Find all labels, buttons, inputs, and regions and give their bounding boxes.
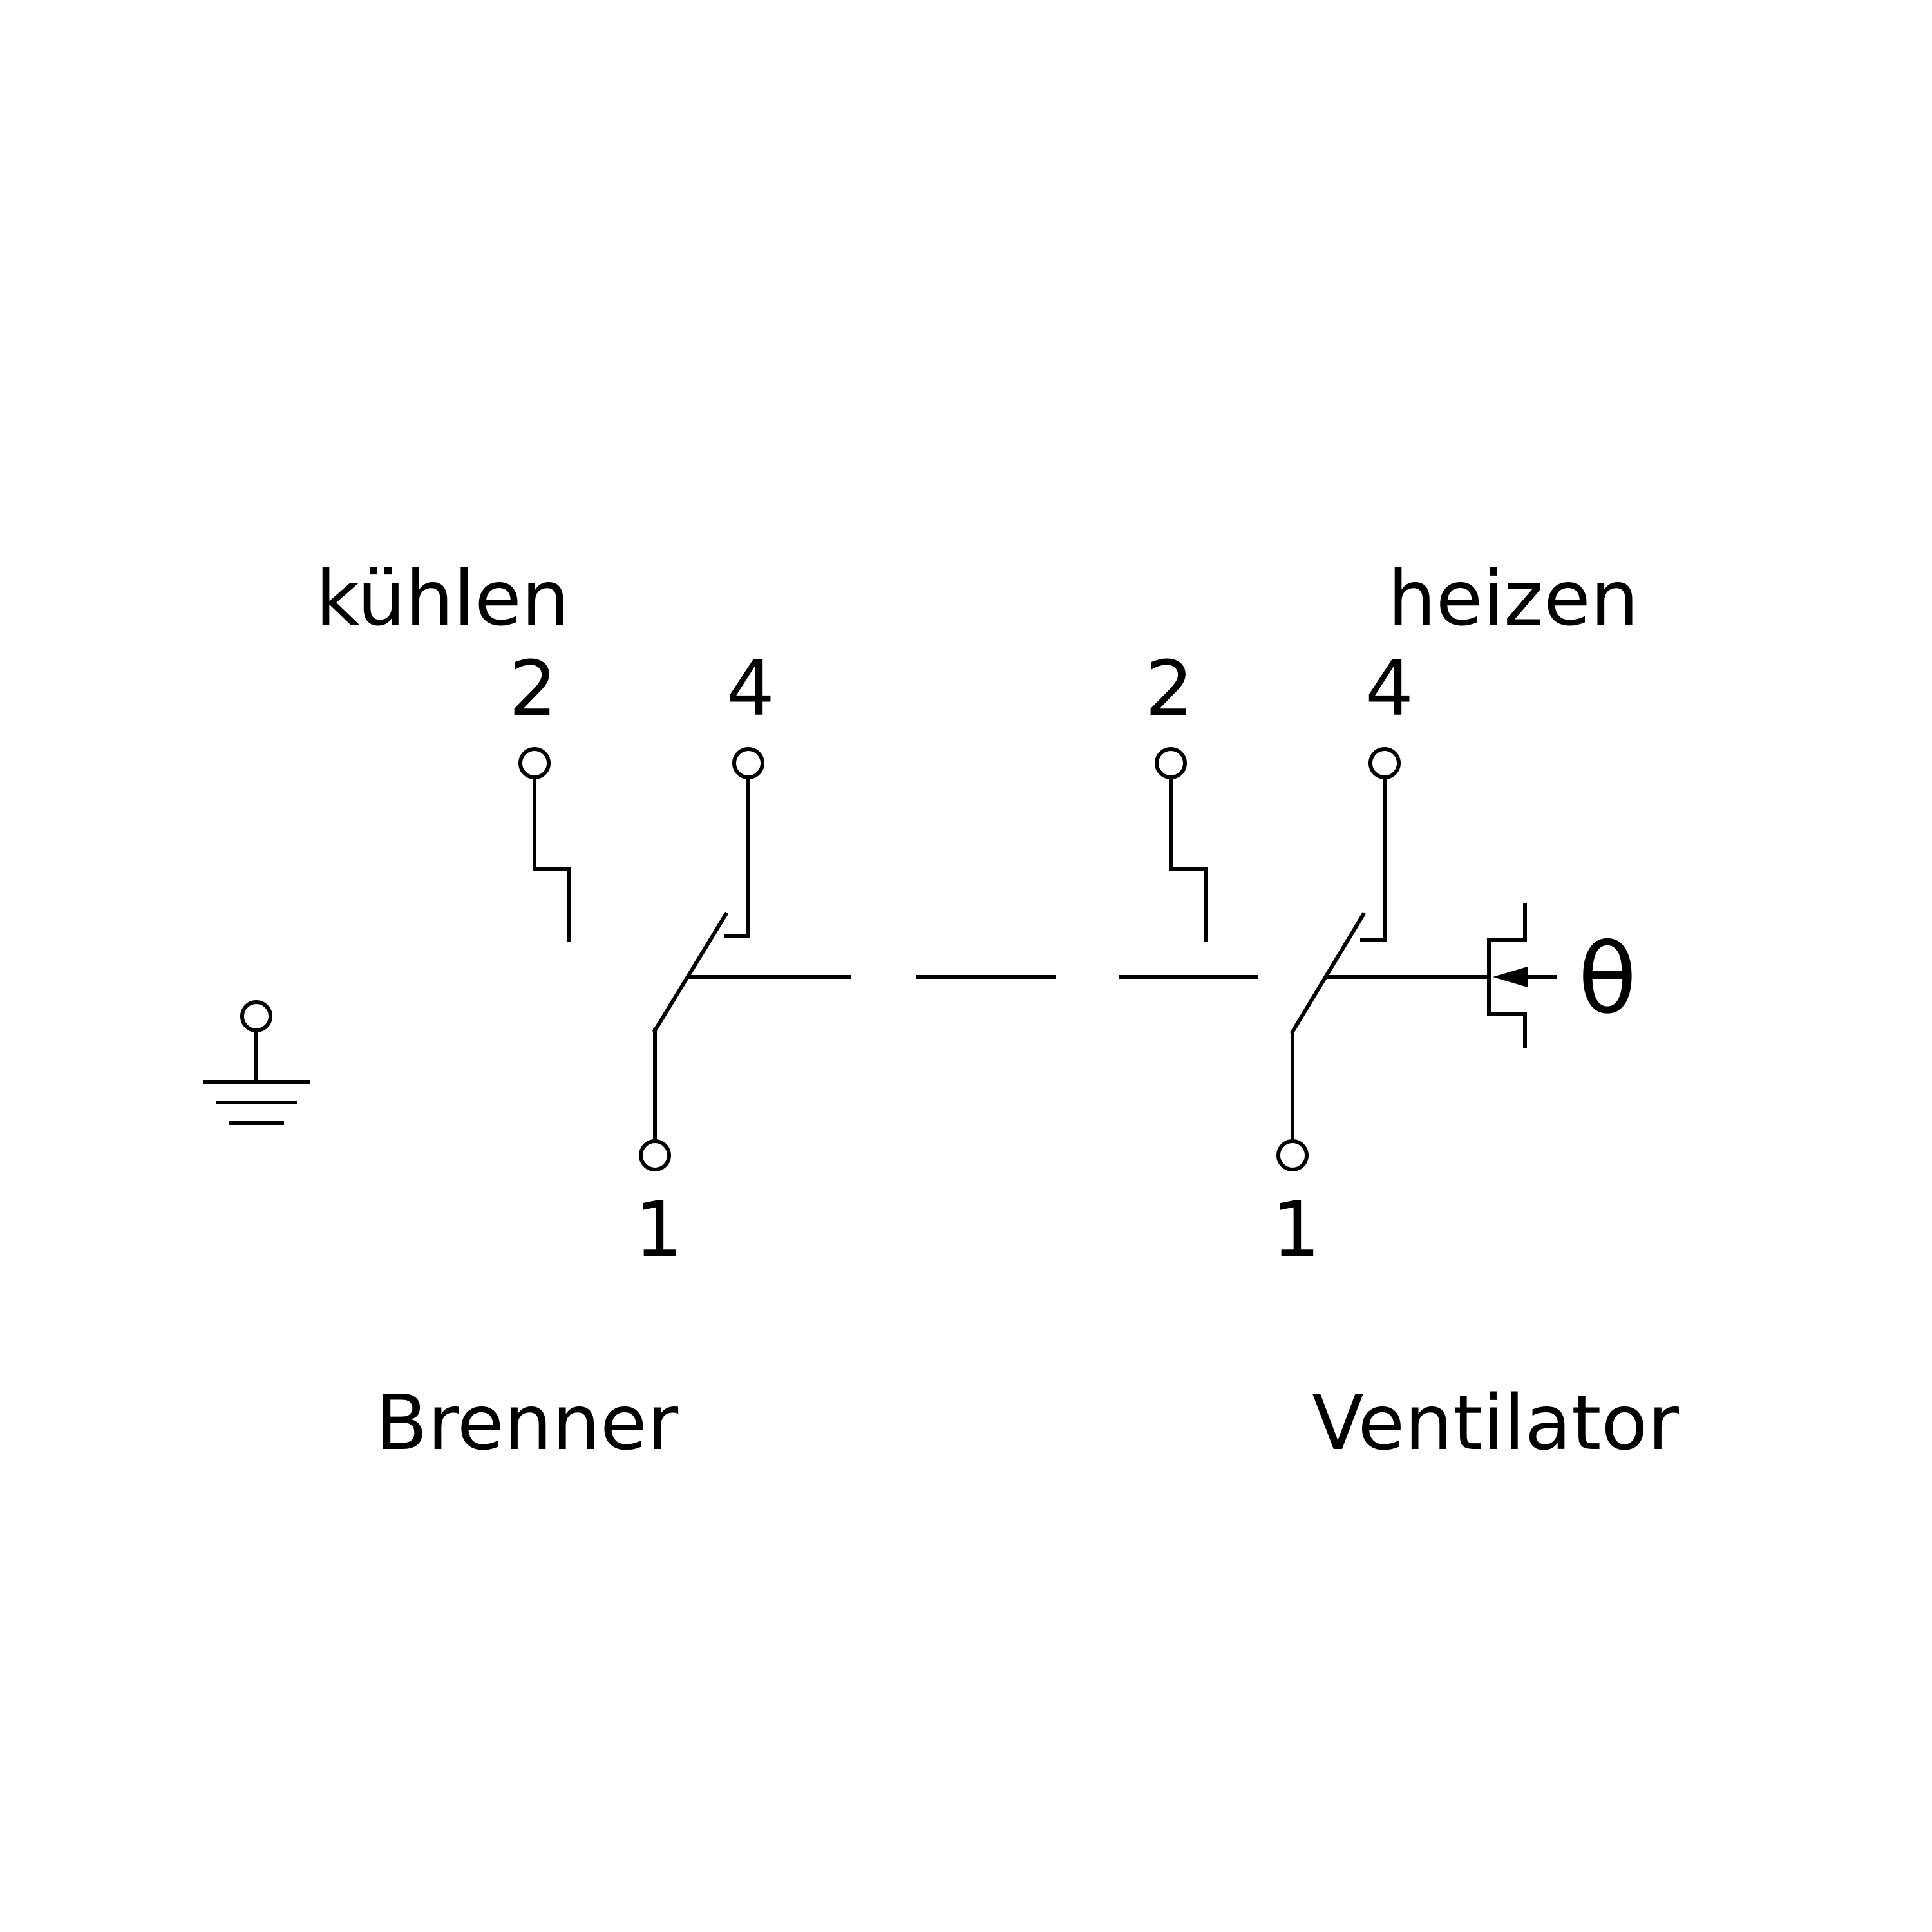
- terminal-number-left-4: 4: [726, 644, 775, 733]
- right-changeover-contact: [1155, 747, 1401, 1171]
- arrow-icon: [1493, 967, 1528, 987]
- temperature-actuator: [1487, 903, 1557, 1048]
- left-terminal-2: [518, 747, 551, 779]
- left-terminal-4: [732, 747, 764, 779]
- theta-symbol: θ: [1578, 923, 1637, 1036]
- ground-symbol: [203, 1000, 310, 1125]
- label-brenner: Brenner: [375, 1378, 679, 1467]
- label-heizen: heizen: [1388, 554, 1639, 643]
- label-kuehlen: kühlen: [316, 554, 569, 643]
- terminal-number-left-1: 1: [634, 1185, 683, 1274]
- left-terminal-1: [639, 1139, 671, 1171]
- right-terminal-1: [1276, 1139, 1309, 1171]
- right-terminal-2: [1155, 747, 1187, 779]
- terminal-number-left-2: 2: [509, 644, 557, 733]
- right-terminal-4: [1368, 747, 1401, 779]
- terminal-number-right-2: 2: [1145, 644, 1193, 733]
- ground-terminal: [240, 1000, 272, 1032]
- terminal-number-right-1: 1: [1272, 1185, 1320, 1274]
- terminal-number-right-4: 4: [1365, 644, 1414, 733]
- left-changeover-contact: [518, 747, 764, 1171]
- label-ventilator: Ventilator: [1312, 1378, 1680, 1467]
